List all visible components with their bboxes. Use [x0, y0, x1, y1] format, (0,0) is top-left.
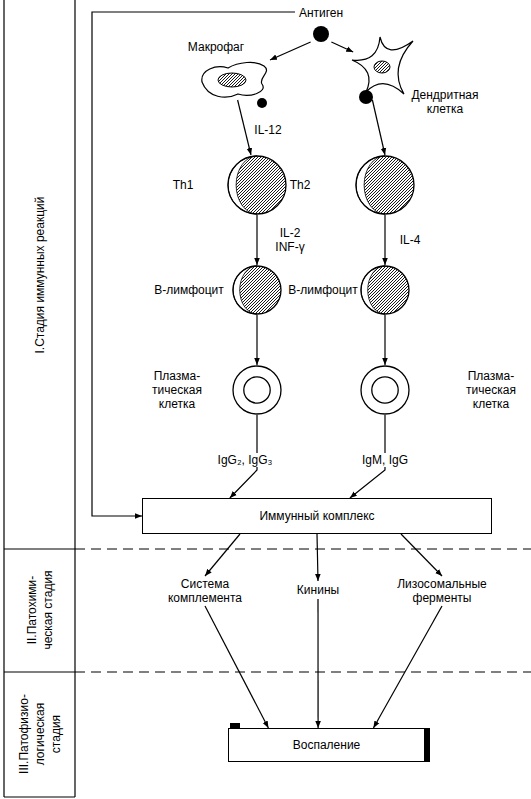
arrow-connector [270, 42, 311, 60]
arrow-connector [372, 100, 385, 155]
th1-cell: Th1 [227, 155, 287, 215]
cell-shape [232, 265, 282, 315]
cell-nucleus [372, 377, 398, 403]
b-lymphocyte: В-лимфоцит [232, 265, 282, 315]
frame-line [4, 796, 75, 797]
cell-body [233, 266, 281, 314]
arrow-connector [256, 315, 257, 365]
frame-line [4, 671, 75, 672]
node-label: Кинины [297, 583, 339, 597]
arrow-connector [92, 12, 295, 516]
cell-nucleus [374, 61, 390, 73]
node-label: Система комплемента [158, 577, 252, 605]
stage-label: II.Патохими- ческая стадия [24, 564, 56, 656]
cell-shape [355, 155, 415, 215]
node-label: Лизосомальные ферменты [385, 577, 499, 605]
plasma-cell: Плазма- тическая клетка [360, 365, 410, 415]
cell-outline [233, 366, 281, 414]
arrow-connector [373, 606, 442, 728]
arrow-connector [384, 215, 385, 265]
plasma-cell: Плазма- тическая клетка [232, 365, 282, 415]
cell-body [356, 156, 414, 214]
cell-outline [202, 62, 267, 97]
node-label: В-лимфоцит [154, 283, 224, 297]
node-label: Плазма- тическая клетка [460, 369, 522, 411]
frame-line [3, 0, 4, 797]
frame-line [74, 0, 75, 797]
immune-complex-box: Иммунный комплекс [142, 498, 492, 534]
cell-shape [350, 36, 414, 100]
cell-outline [356, 156, 414, 214]
cell-crescent [233, 266, 257, 314]
arrow-connector [317, 599, 318, 728]
edge-label: IgM, IgG [360, 453, 410, 467]
node-label: Макрофаг [180, 40, 252, 54]
cell-crescent [228, 156, 257, 214]
cell-outline [352, 37, 413, 94]
node-label: Плазма- тическая клетка [146, 369, 208, 411]
cell-outline [233, 266, 281, 314]
node-label: Th2 [285, 178, 315, 192]
edge-label: IL-12 [252, 123, 283, 137]
node-label: В-лимфоцит [288, 283, 358, 297]
stage-divider [75, 671, 531, 672]
cell-shape [360, 365, 410, 415]
cell-crescent [356, 156, 385, 214]
stage-label: III.Патофизио- логическая стадия [16, 684, 64, 784]
cell-shape [232, 365, 282, 415]
cell-crescent [361, 266, 385, 314]
arrow-connector [205, 606, 268, 728]
node-label: Дендритная клетка [408, 88, 482, 116]
cell-shape [360, 265, 410, 315]
node-label: Воспаление [293, 738, 361, 752]
stage-divider [75, 548, 531, 549]
edge-label: IL-2 INF-γ [268, 226, 312, 254]
antigen-dot [313, 26, 329, 42]
frame-line [4, 548, 75, 549]
kinins: Кинины [290, 581, 346, 599]
b-lymphocyte: В-лимфоцит [360, 265, 410, 315]
cell-shape [198, 60, 270, 100]
inflammation-box: Воспаление [228, 728, 430, 762]
node-label: Th1 [168, 178, 198, 192]
antigen-dot [257, 98, 267, 108]
edge-label: IL-4 [398, 233, 423, 247]
arrow-connector [205, 534, 240, 576]
dendritic-cell: Дендритная клетка [350, 36, 414, 100]
cell-nucleus [218, 73, 246, 87]
macrophage-cell: Макрофаг [198, 60, 270, 100]
arrow-connector [317, 534, 318, 581]
th2-cell: Th2 [355, 155, 415, 215]
node-label: Иммунный комплекс [259, 509, 374, 523]
edge-label: IgG₂, IgG₃ [216, 453, 275, 467]
cell-outline [361, 366, 409, 414]
antigen-dot [359, 90, 373, 104]
arrow-connector [384, 315, 385, 365]
cell-outline [361, 266, 409, 314]
antigen-particle: Антиген [295, 4, 347, 44]
arrow-connector [331, 42, 353, 52]
complement-system: Система комплемента [158, 576, 252, 606]
cell-outline [228, 156, 286, 214]
node-label: Антиген [291, 6, 351, 20]
cell-body [361, 266, 409, 314]
arrow-connector [238, 100, 251, 155]
arrow-connector [256, 215, 257, 265]
cell-shape [227, 155, 287, 215]
lysosomal-enzymes: Лизосомальные ферменты [385, 576, 499, 606]
arrow-connector [401, 534, 442, 576]
cell-body [228, 156, 286, 214]
cell-nucleus [244, 377, 270, 403]
stage-label: I.Стадия иммунных реакций [32, 125, 48, 425]
